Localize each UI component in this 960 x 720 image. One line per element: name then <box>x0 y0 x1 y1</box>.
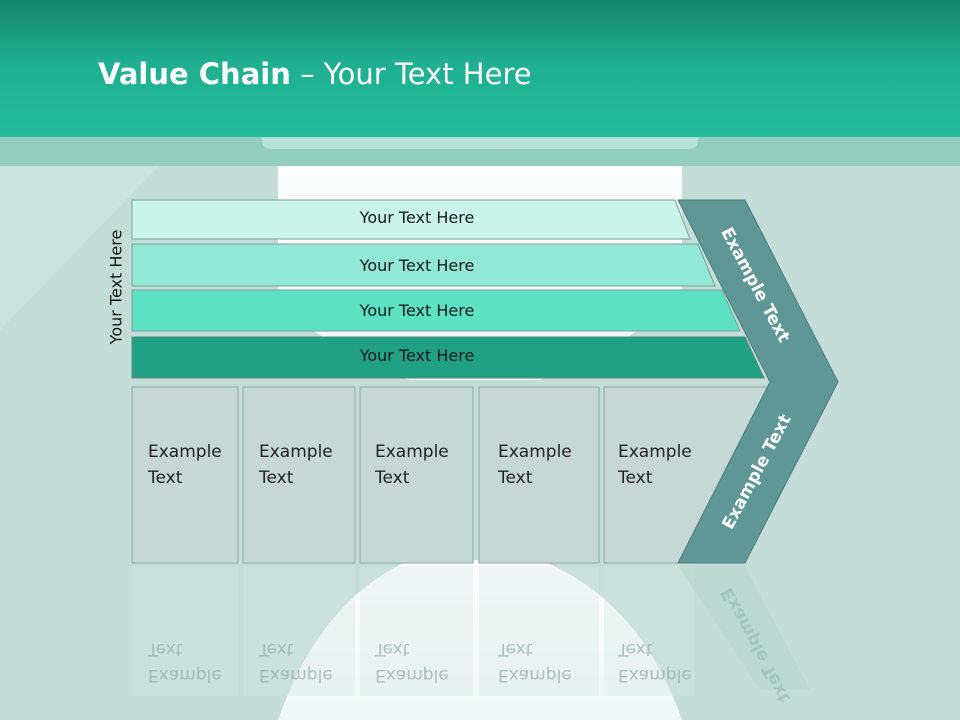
bar-4 <box>131 336 765 379</box>
box-reflection-4 <box>479 566 599 696</box>
box-text-4-line2: Text <box>498 468 533 488</box>
box-reflection-text-1: Example Text <box>148 636 222 688</box>
bar-3 <box>131 289 741 332</box>
bar-label-4: Your Text Here <box>359 346 475 365</box>
chevron-arrow <box>677 199 839 564</box>
box-text-2-line2: Text <box>259 468 294 488</box>
box-text-3-line2: Text <box>375 468 410 488</box>
bar-label-3: Your Text Here <box>359 301 475 320</box>
banner-tab-shape <box>262 137 698 149</box>
box-reflection-text-3: Example Text <box>375 636 449 688</box>
page-title: Value Chain – Your Text Here <box>98 54 532 94</box>
box-reflection-text-5-line1: Example <box>618 665 692 685</box>
bar-1 <box>131 199 691 240</box>
box-reflection-text-2: Example Text <box>259 636 333 688</box>
box-text-5: Example Text <box>618 439 692 491</box>
corner-light <box>0 165 160 330</box>
bar-2 <box>131 243 716 287</box>
box-text-1-line1: Example <box>148 442 222 462</box>
box-reflection-text-4: Example Text <box>498 636 572 688</box>
box-3 <box>359 386 474 564</box>
chevron-reflection <box>678 566 810 690</box>
box-text-5-line1: Example <box>618 442 692 462</box>
box-reflection-text-1-line2: Text <box>148 639 183 659</box>
box-4 <box>478 386 600 564</box>
box-reflection-5 <box>604 566 694 696</box>
box-1 <box>131 386 239 564</box>
box-reflection-text-3-line1: Example <box>375 665 449 685</box>
box-reflection-text-5: Example Text <box>618 636 692 688</box>
box-2 <box>242 386 356 564</box>
banner-tab <box>262 137 698 149</box>
box-reflection-text-4-line1: Example <box>498 665 572 685</box>
box-text-3-line1: Example <box>375 442 449 462</box>
box-text-2: Example Text <box>259 439 333 491</box>
box-reflection-text-3-line2: Text <box>375 639 410 659</box>
box-reflection-text-2-line2: Text <box>259 639 294 659</box>
box-reflections <box>132 566 694 696</box>
box-reflection-text-5-line2: Text <box>618 639 653 659</box>
box-text-5-line2: Text <box>618 468 653 488</box>
title-bold: Value Chain <box>98 57 291 91</box>
box-reflection-text-1-line1: Example <box>148 665 222 685</box>
box-text-3: Example Text <box>375 439 449 491</box>
box-reflection-text-2-line1: Example <box>259 665 333 685</box>
title-banner <box>0 0 960 137</box>
box-reflection-3 <box>360 566 473 696</box>
box-text-4: Example Text <box>498 439 572 491</box>
box-text-4-line1: Example <box>498 442 572 462</box>
box-reflection-text-4-line2: Text <box>498 639 533 659</box>
box-text-2-line1: Example <box>259 442 333 462</box>
bar-label-2: Your Text Here <box>359 256 475 275</box>
title-rest: – Your Text Here <box>290 57 532 91</box>
box-reflection-1 <box>132 566 238 696</box>
hourglass-bottom-shape <box>278 560 682 720</box>
box-reflection-2 <box>243 566 355 696</box>
box-text-1: Example Text <box>148 439 222 491</box>
bar-label-1: Your Text Here <box>359 208 475 227</box>
box-text-1-line2: Text <box>148 468 183 488</box>
